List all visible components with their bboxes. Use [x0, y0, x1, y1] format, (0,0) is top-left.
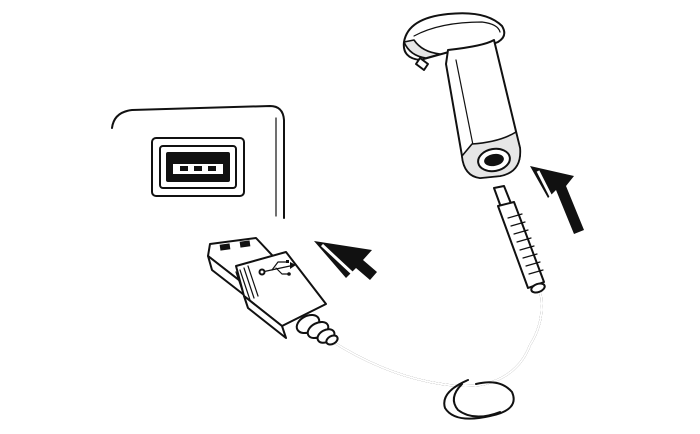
- insert-arrow-icon: [530, 166, 584, 234]
- insert-arrow-icon: [314, 241, 377, 280]
- usb-plug-icon: [207, 237, 339, 346]
- usb-logo-icon: [258, 260, 296, 276]
- strain-relief: [295, 313, 339, 346]
- barcode-scanner-icon: [402, 12, 522, 179]
- usb-port-icon: [151, 137, 245, 197]
- rj-connector-icon: [493, 185, 546, 294]
- cable: [329, 289, 543, 420]
- computer-panel: [111, 105, 285, 219]
